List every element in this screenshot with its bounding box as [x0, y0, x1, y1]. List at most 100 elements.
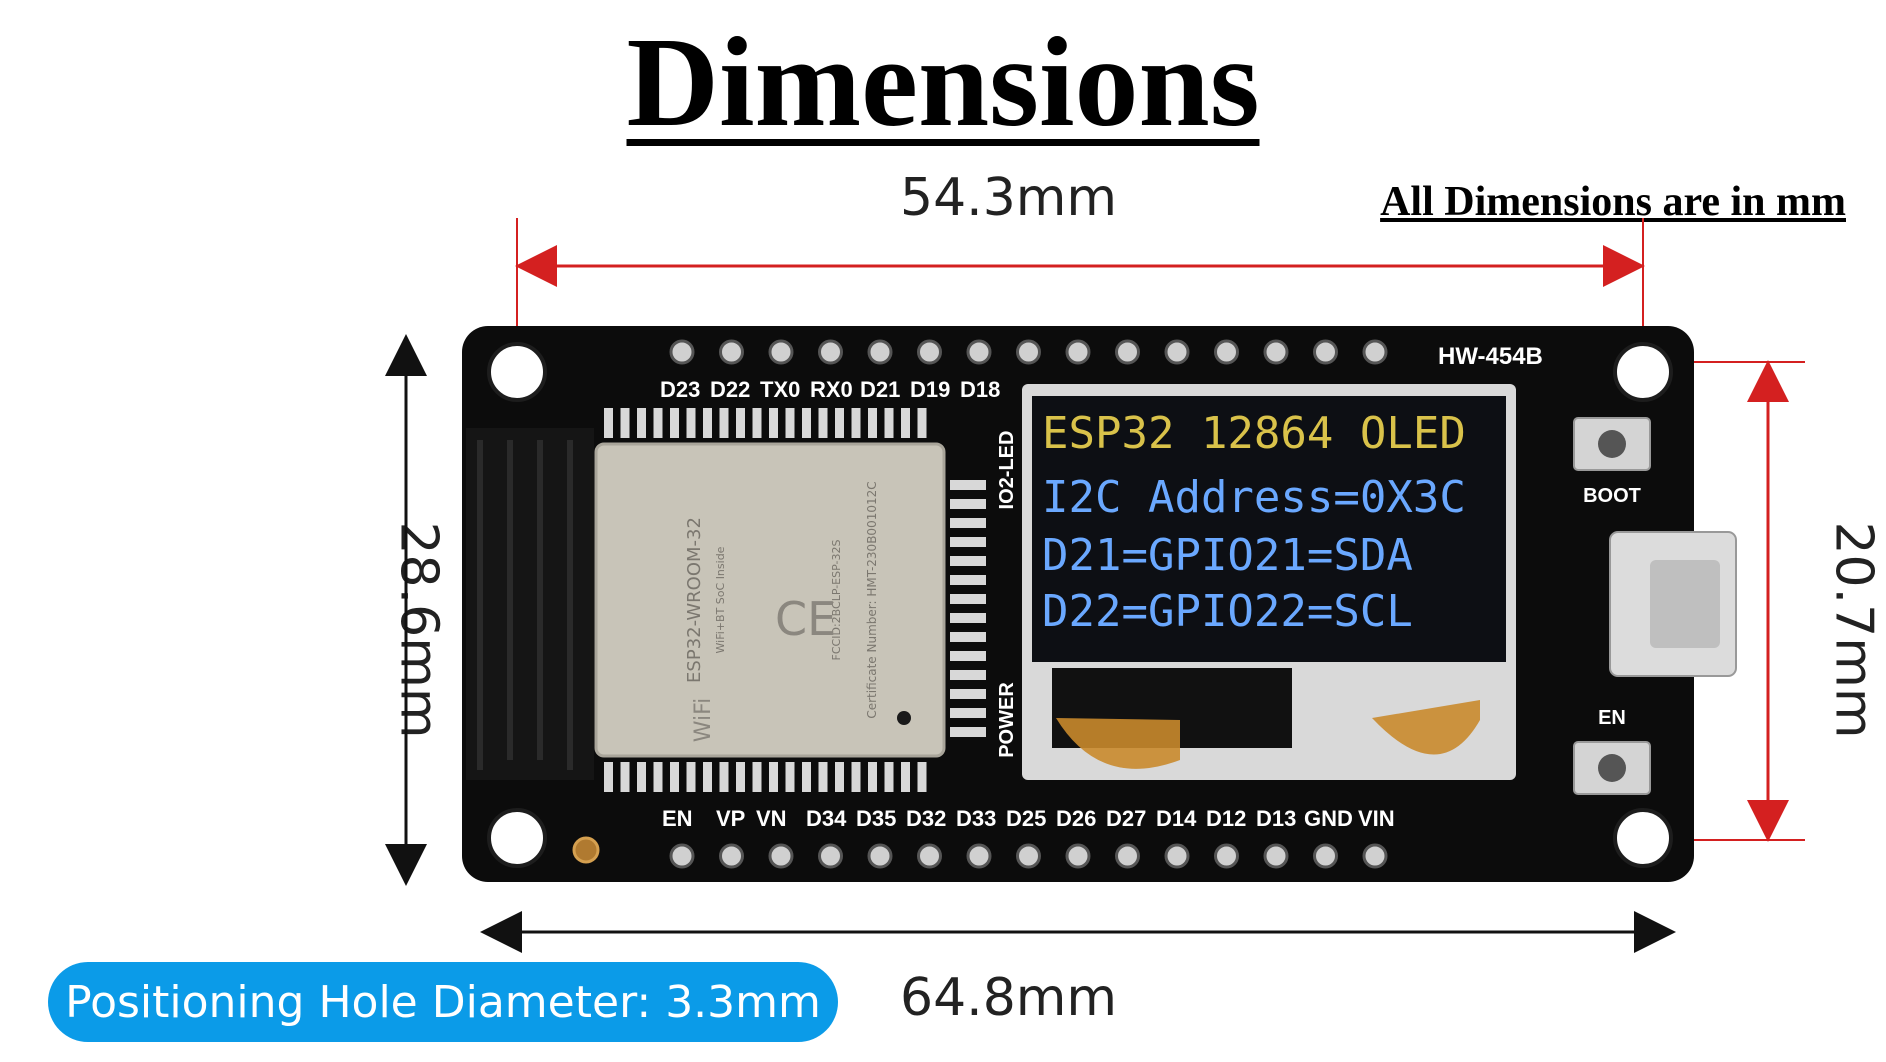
en-button-cap [1598, 754, 1626, 782]
header-hole [1313, 843, 1338, 869]
module-pad [950, 727, 986, 737]
model-label: HW-454B [1438, 343, 1543, 370]
module-pads-top [604, 408, 927, 438]
bottom-header-holes [669, 843, 1388, 869]
header-hole [917, 339, 942, 365]
mounting-holes [487, 342, 1673, 868]
module-pad [604, 762, 613, 792]
module-pad [868, 762, 877, 792]
module-pad [950, 651, 986, 661]
oled-line-1: ESP32 12864 OLED [1042, 408, 1466, 459]
bottom-pin-label: D34 [806, 806, 847, 831]
oled-text: ESP32 12864 OLED I2C Address=0X3C D21=GP… [1042, 408, 1466, 637]
module-pad [835, 762, 844, 792]
module-pad [719, 408, 729, 438]
bottom-pin-label: D32 [906, 806, 946, 831]
module-pad [950, 575, 986, 585]
module-pad [620, 762, 630, 792]
module-pad [950, 708, 986, 718]
header-hole [669, 339, 695, 365]
module-pads-bottom [604, 762, 927, 792]
module-pad [950, 518, 986, 528]
top-pin-label: D22 [710, 377, 750, 402]
bottom-pin-label: D25 [1006, 806, 1046, 831]
bottom-pin-label: VP [716, 806, 745, 831]
bottom-pin-label: VIN [1358, 806, 1395, 831]
bottom-width-label: 64.8mm [900, 968, 1118, 1028]
module-pad [917, 762, 927, 792]
header-hole [1263, 339, 1289, 365]
module-pad [653, 408, 663, 438]
top-pin-label: RX0 [810, 377, 853, 402]
header-hole [1065, 339, 1091, 365]
bottom-pin-label: D35 [856, 806, 896, 831]
top-pin-label: D19 [910, 377, 950, 402]
module-pad [835, 408, 844, 438]
module-pad [703, 408, 712, 438]
module-pad [901, 762, 910, 792]
top-pin-label: D18 [960, 377, 1000, 402]
module-pad [901, 408, 910, 438]
header-hole [1313, 339, 1338, 365]
module-pad [653, 762, 663, 792]
header-hole [719, 843, 744, 869]
module-pad [950, 556, 986, 566]
bottom-pin-label: D14 [1156, 806, 1197, 831]
wifi-logo-text: WiFi [691, 698, 716, 743]
header-hole [917, 843, 942, 869]
oled-screen [1032, 396, 1506, 662]
header-hole [1214, 843, 1239, 869]
module-pad [950, 689, 986, 699]
header-hole [669, 843, 695, 869]
module-pad [620, 408, 630, 438]
module-dot [897, 711, 911, 725]
header-hole [1115, 843, 1140, 869]
oled-line-2: I2C Address=0X3C [1042, 472, 1466, 523]
bottom-pin-label: D26 [1056, 806, 1096, 831]
module-pad [769, 762, 778, 792]
oled-line-4: D22=GPIO22=SCL [1042, 586, 1413, 637]
header-hole [867, 339, 893, 365]
module-pads-right [950, 480, 986, 737]
module-pad [802, 408, 811, 438]
bottom-pin-label: D27 [1106, 806, 1146, 831]
bottom-pin-label: D13 [1256, 806, 1296, 831]
module-pad [851, 762, 861, 792]
header-hole [1362, 843, 1388, 869]
module-pad [785, 408, 795, 438]
bottom-pin-label: D12 [1206, 806, 1246, 831]
hole-diameter-badge: Positioning Hole Diameter: 3.3mm [48, 962, 838, 1042]
module-subtitle-text: WiFi+BT SoC Inside [714, 546, 727, 653]
module-pad [719, 762, 729, 792]
header-hole [1016, 843, 1041, 869]
top-header-holes [669, 339, 1388, 365]
header-hole [768, 339, 794, 365]
bottom-pin-label: D33 [956, 806, 996, 831]
module-pad [950, 632, 986, 642]
module-pad [686, 762, 696, 792]
module-pad [703, 762, 712, 792]
page-title: Dimensions [626, 11, 1260, 153]
header-hole [966, 339, 992, 365]
bottom-pin-label: VN [756, 806, 787, 831]
module-pad [950, 480, 986, 490]
header-hole [1065, 843, 1091, 869]
module-pad [884, 408, 894, 438]
header-hole [867, 843, 893, 869]
header-hole [1115, 339, 1140, 365]
header-hole [1016, 339, 1041, 365]
capacitor [572, 836, 600, 864]
module-pad [785, 762, 795, 792]
header-hole [1214, 339, 1239, 365]
bottom-pin-label: EN [662, 806, 693, 831]
header-hole [1362, 339, 1388, 365]
header-hole [719, 339, 744, 365]
module-pad [950, 537, 986, 547]
en-label: EN [1598, 707, 1626, 729]
top-pin-label: D21 [860, 377, 900, 402]
top-pin-label: TX0 [760, 377, 800, 402]
header-hole [768, 843, 794, 869]
